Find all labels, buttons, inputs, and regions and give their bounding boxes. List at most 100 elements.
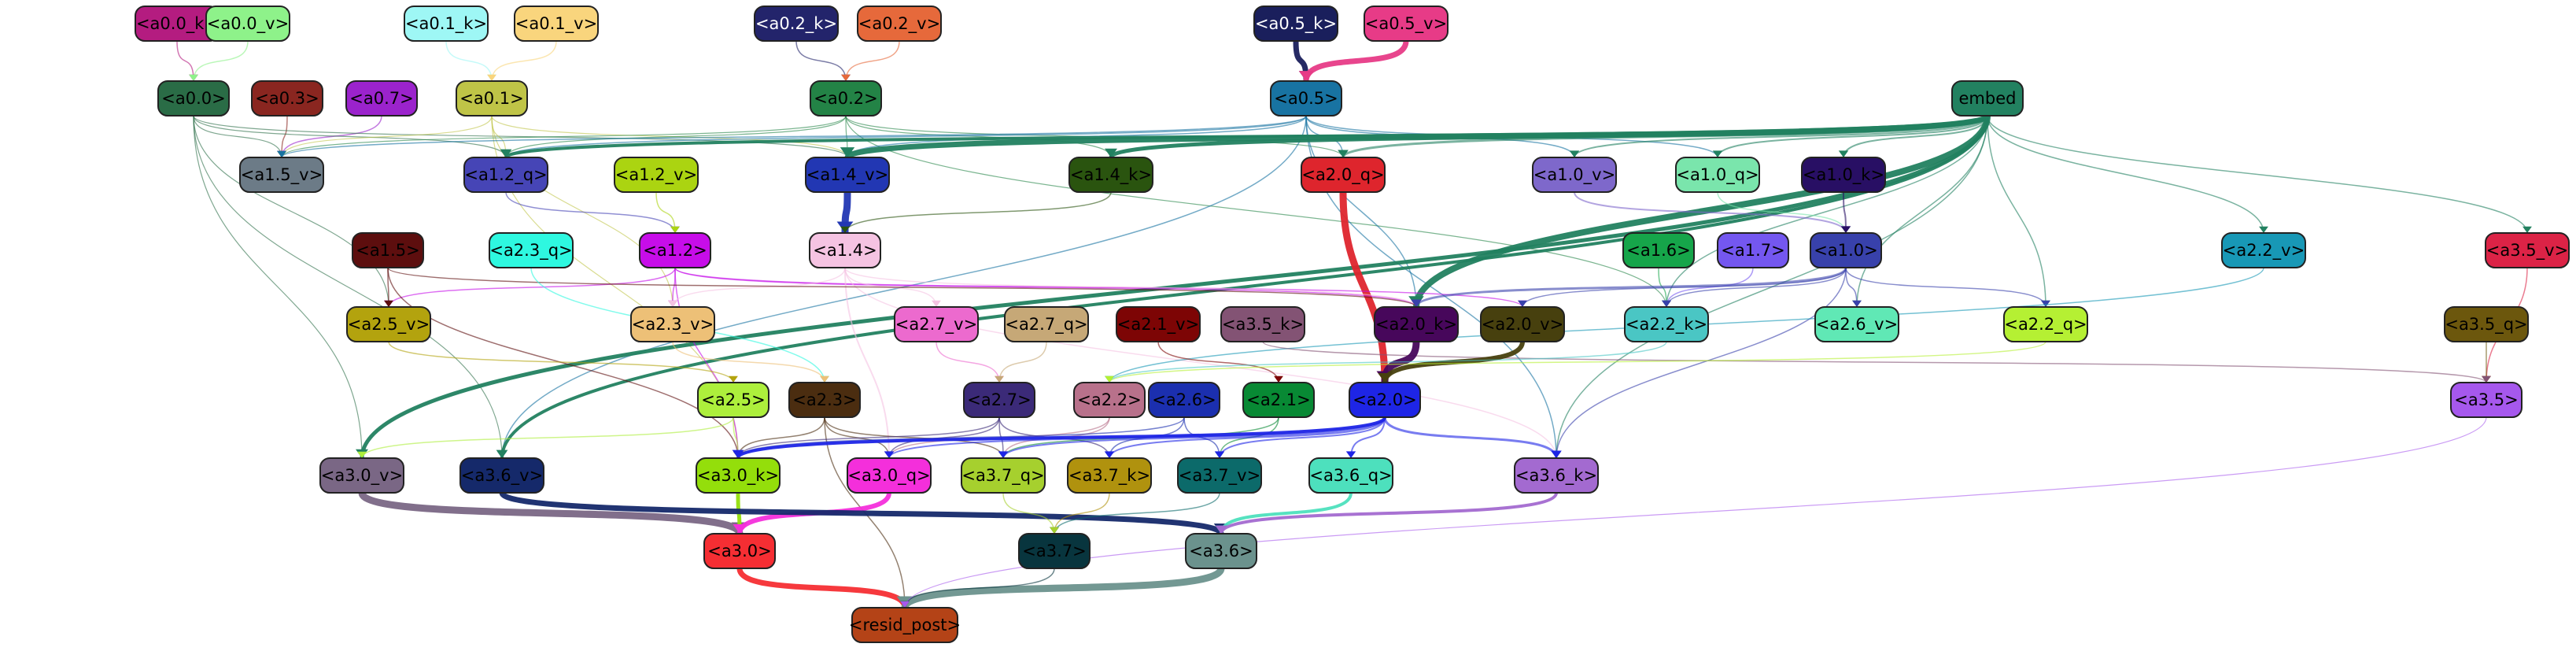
node-label: <a1.4_v>: [806, 165, 888, 185]
edge-a3_6_v-to-a3_6: [499, 490, 1224, 536]
node-a1-2-v[interactable]: <a1.2_v>: [614, 157, 699, 193]
edge-a0_0-to-a2_5_v: [193, 115, 389, 308]
node-a0-2-k[interactable]: <a0.2_k>: [754, 6, 839, 42]
node-a1-6[interactable]: <a1.6>: [1622, 232, 1695, 268]
node-label: <a2.0>: [1353, 390, 1416, 409]
node-box: [1270, 80, 1342, 117]
node-a0-5[interactable]: <a0.5>: [1270, 80, 1342, 117]
node-a2-3-q[interactable]: <a2.3_q>: [489, 232, 574, 268]
node-a3-5-v[interactable]: <a3.5_v>: [2485, 232, 2570, 268]
node-label: <a2.2_v>: [2223, 241, 2305, 261]
node-box: [1148, 382, 1220, 418]
node-a2-1-v[interactable]: <a2.1_v>: [1116, 306, 1201, 342]
node-a1-0-v[interactable]: <a1.0_v>: [1532, 157, 1617, 193]
node-a3-6-v[interactable]: <a3.6_v>: [459, 457, 544, 494]
node-a2-2-q[interactable]: <a2.2_q>: [2003, 306, 2088, 342]
node-a1-5[interactable]: <a1.5>: [352, 232, 424, 268]
node-box: [1018, 533, 1091, 569]
node-a0-7[interactable]: <a0.7>: [345, 80, 418, 117]
node-a2-2-v[interactable]: <a2.2_v>: [2221, 232, 2306, 268]
node-a2-6[interactable]: <a2.6>: [1148, 382, 1220, 418]
node-a3-6-q[interactable]: <a3.6_q>: [1308, 457, 1393, 494]
node-a2-6-v[interactable]: <a2.6_v>: [1814, 306, 1899, 342]
node-label: <a2.5_v>: [348, 315, 430, 335]
node-a1-4-v[interactable]: <a1.4_v>: [805, 157, 890, 193]
node-box: [639, 232, 711, 268]
node-a0-5-k[interactable]: <a0.5_k>: [1253, 6, 1338, 42]
node-embed[interactable]: embed: [1951, 80, 2024, 117]
node-a3-0-v[interactable]: <a3.0_v>: [319, 457, 404, 494]
edge-a3_7_q-to-a3_7: [1002, 492, 1055, 534]
node-a0-2-v[interactable]: <a0.2_v>: [857, 6, 942, 42]
node-label: <a2.0_q>: [1301, 165, 1384, 185]
node-a2-1[interactable]: <a2.1>: [1242, 382, 1315, 418]
node-a2-5[interactable]: <a2.5>: [697, 382, 769, 418]
node-a0-1[interactable]: <a0.1>: [456, 80, 528, 117]
node-a1-2[interactable]: <a1.2>: [639, 232, 711, 268]
node-a2-0-v[interactable]: <a2.0_v>: [1480, 306, 1565, 342]
node-a2-0-q[interactable]: <a2.0_q>: [1301, 157, 1386, 193]
node-a0-1-k[interactable]: <a0.1_k>: [404, 6, 489, 42]
node-a0-3[interactable]: <a0.3>: [251, 80, 323, 117]
arrowhead-a1_0_k-to-a1_0: [1840, 226, 1851, 233]
node-a2-7-q[interactable]: <a2.7_q>: [1004, 306, 1089, 342]
arrowhead-a2_2_q-to-a2_2: [1105, 375, 1114, 383]
node-a1-4-k[interactable]: <a1.4_k>: [1068, 157, 1153, 193]
arrowhead-a3_5_k-to-a3_5: [2482, 375, 2491, 383]
edge-a2_0_q-to-a2_0: [1339, 191, 1389, 383]
arrowhead-a2_0-to-a3_7_v: [1214, 451, 1225, 458]
node-box: [894, 306, 979, 342]
node-a0-0-k[interactable]: <a0.0_k>: [135, 6, 220, 42]
node-a0-1-v[interactable]: <a0.1_v>: [514, 6, 599, 42]
arrowhead-a3_7_q-to-a3_7: [1050, 527, 1059, 534]
node-a3-0-k[interactable]: <a3.0_k>: [696, 457, 781, 494]
edge-a0_0_v-to-a0_0: [193, 40, 249, 82]
node-a1-5-v[interactable]: <a1.5_v>: [239, 157, 324, 193]
edge-a2_0-to-a3_7_v: [1219, 416, 1386, 459]
node-a1-2-q[interactable]: <a1.2_q>: [463, 157, 548, 193]
node-a3-7-k[interactable]: <a3.7_k>: [1067, 457, 1152, 494]
node-a1-0[interactable]: <a1.0>: [1810, 232, 1882, 268]
node-a1-0-k[interactable]: <a1.0_k>: [1801, 157, 1886, 193]
node-a2-0-k[interactable]: <a2.0_k>: [1374, 306, 1459, 342]
edge-a0_3-to-a1_5_v: [281, 115, 288, 158]
node-a3-0[interactable]: <a3.0>: [703, 533, 776, 569]
node-a2-3[interactable]: <a2.3>: [788, 382, 861, 418]
node-a3-6-k[interactable]: <a3.6_k>: [1514, 457, 1599, 494]
node-a2-5-v[interactable]: <a2.5_v>: [346, 306, 431, 342]
node-a3-0-q[interactable]: <a3.0_q>: [847, 457, 932, 494]
node-a0-0[interactable]: <a0.0>: [157, 80, 230, 117]
node-a2-2-k[interactable]: <a2.2_k>: [1624, 306, 1709, 342]
node-resid-post[interactable]: <resid_post>: [849, 607, 961, 643]
node-a3-5-q[interactable]: <a3.5_q>: [2444, 306, 2529, 342]
node-box: [1067, 457, 1152, 494]
edge-a0_2_k-to-a0_2: [795, 40, 847, 82]
node-a3-7-v[interactable]: <a3.7_v>: [1177, 457, 1262, 494]
node-a3-5[interactable]: <a3.5>: [2450, 382, 2522, 418]
node-box: [857, 6, 942, 42]
node-a3-6[interactable]: <a3.6>: [1185, 533, 1257, 569]
arrowhead-embed-to-a1_0_k: [1838, 150, 1849, 157]
node-a3-7[interactable]: <a3.7>: [1018, 533, 1091, 569]
arrowhead-embed-to-a1_0_v: [1569, 150, 1580, 157]
node-a1-0-q[interactable]: <a1.0_q>: [1675, 157, 1760, 193]
node-a0-2[interactable]: <a0.2>: [810, 80, 882, 117]
node-a2-2[interactable]: <a2.2>: [1073, 382, 1146, 418]
arrowhead-a0_5_v-to-a0_5: [1298, 71, 1314, 81]
node-a3-5-k[interactable]: <a3.5_k>: [1220, 306, 1305, 342]
node-label: <a2.2_q>: [2004, 315, 2087, 335]
arrowhead-a2_0-to-a3_6_q: [1345, 451, 1356, 458]
node-a1-4[interactable]: <a1.4>: [809, 232, 881, 268]
node-a0-5-v[interactable]: <a0.5_v>: [1364, 6, 1449, 42]
node-a1-7[interactable]: <a1.7>: [1717, 232, 1789, 268]
node-a3-7-q[interactable]: <a3.7_q>: [961, 457, 1046, 494]
node-a2-3-v[interactable]: <a2.3_v>: [630, 306, 715, 342]
node-a2-0[interactable]: <a2.0>: [1349, 382, 1421, 418]
node-box: [696, 457, 781, 494]
node-a0-0-v[interactable]: <a0.0_v>: [205, 6, 290, 42]
edge-a0_0_k-to-a0_0: [176, 40, 194, 82]
node-a2-7-v[interactable]: <a2.7_v>: [894, 306, 979, 342]
node-label: <a3.6>: [1189, 542, 1253, 560]
node-box: [205, 6, 290, 42]
node-a2-7[interactable]: <a2.7>: [963, 382, 1035, 418]
